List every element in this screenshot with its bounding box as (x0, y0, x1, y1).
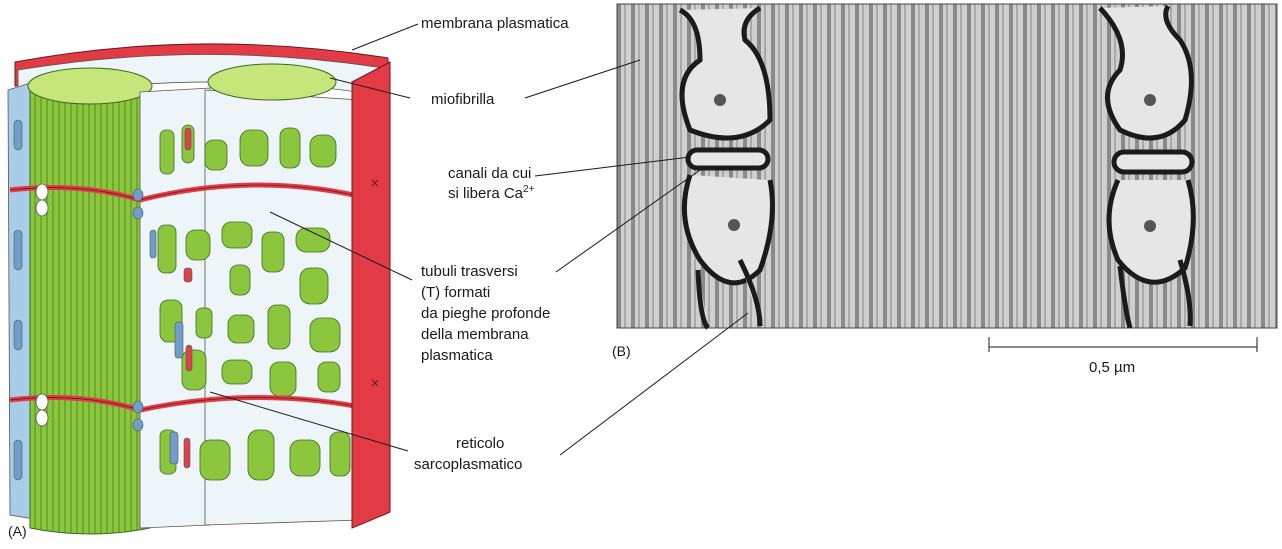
label-canali-superscript: 2+ (523, 184, 534, 195)
scale-bar-label: 0,5 µm (1089, 358, 1135, 377)
scale-bar (989, 337, 1257, 352)
label-membrana-plasmatica: membrana plasmatica (421, 14, 569, 33)
label-tubuli-2: da pieghe profonde (421, 304, 550, 323)
label-miofibrilla: miofibrilla (431, 90, 494, 109)
label-canali-line1: canali da cui (448, 164, 531, 183)
panel-label-a: (A) (8, 522, 27, 541)
label-canali-text: si libera Ca (448, 185, 523, 202)
label-tubuli-3: della membrana (421, 325, 529, 344)
label-tubuli-1: (T) formati (421, 283, 490, 302)
panel-label-b: (B) (612, 342, 631, 361)
label-reticolo-line1: reticolo (456, 434, 504, 453)
label-canali-line2: si libera Ca2+ (448, 184, 534, 203)
label-tubuli-0: tubuli trasversi (421, 262, 518, 281)
label-reticolo-line2: sarcoplasmatico (414, 455, 522, 474)
label-tubuli-4: plasmatica (421, 346, 493, 365)
